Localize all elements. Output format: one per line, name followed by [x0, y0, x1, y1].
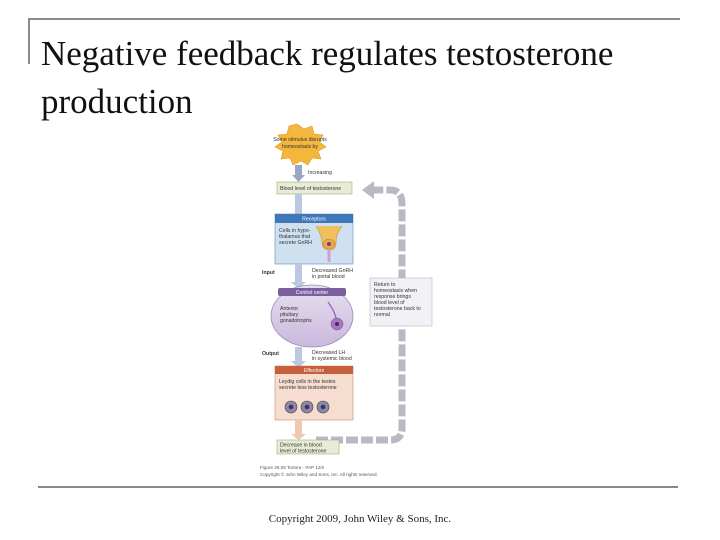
return-note-text-2: homeostasis when — [374, 288, 417, 294]
output-text-1: Decreased LH — [312, 350, 345, 356]
slide-frame-bottom-line — [38, 486, 678, 488]
receptors-header: Receptors — [302, 217, 326, 223]
return-note-text-4: blood level of — [374, 300, 405, 306]
neuron-icon — [315, 225, 343, 262]
leydig-cells-icon — [284, 400, 330, 414]
effectors-text-2: secrete less testosterone — [279, 385, 337, 391]
return-note-text-5: testosterone back to — [374, 306, 421, 312]
control-center: Control center Anterior pituitary gonado… — [270, 284, 354, 348]
input-arrow — [291, 264, 306, 289]
response-arrow — [291, 420, 306, 440]
increasing-label: Increasing — [308, 170, 332, 176]
response-box: Decrease in blood level of testosterone — [276, 439, 340, 455]
stimulus-burst: Some stimulus disrupts homeostasis by — [273, 123, 327, 166]
control-center-text-1: Anterior — [280, 306, 298, 312]
receptors-box: Receptors Cells in hypo- thalamus that s… — [274, 213, 354, 265]
input-label: Input — [262, 270, 275, 276]
output-text-2: in systemic blood — [312, 356, 352, 362]
response-text-1: Decrease in blood — [280, 443, 322, 449]
slide-title: Negative feedback regulates testosterone… — [41, 34, 614, 121]
output-label: Output — [262, 351, 279, 357]
figure-caption-1: Figure 28.08 Tortora - PAP 12/e — [260, 465, 325, 470]
output-arrow — [291, 347, 306, 368]
stimulus-text-1: Some stimulus disrupts — [273, 137, 327, 143]
response-text-2: level of testosterone — [280, 449, 327, 455]
stimulus-text-2: homeostasis by — [282, 144, 318, 150]
effectors-text-1: Leydig cells in the testes — [279, 379, 336, 385]
input-text-2: in portal blood — [312, 274, 345, 280]
return-note-text-1: Return to — [374, 282, 395, 288]
receptors-text-2: thalamus that — [279, 234, 311, 240]
receptors-text-1: Cells in hypo- — [279, 228, 311, 234]
slide-frame-top-line — [28, 18, 680, 20]
control-center-text-3: gonadotrophs — [280, 318, 312, 324]
effectors-header: Effectors — [304, 368, 325, 374]
controlled-condition-text: Blood level of testosterone — [280, 186, 341, 192]
return-note-text-6: normal — [374, 312, 390, 318]
effectors-box: Effectors Leydig cells in the testes sec… — [274, 365, 354, 421]
gonadotroph-icon — [327, 301, 344, 331]
stimulus-arrow — [292, 165, 305, 182]
figure-caption-2: Copyright © John Wiley and Sons, Inc. Al… — [260, 471, 378, 477]
copyright-footer: Copyright 2009, John Wiley & Sons, Inc. — [268, 513, 452, 525]
feedback-diagram: Some stimulus disrupts homeostasis by In… — [260, 123, 433, 477]
control-center-text-2: pituitary — [280, 312, 299, 318]
slide-frame-left-line — [28, 18, 30, 64]
return-note: Return to homeostasis when response brin… — [369, 277, 433, 327]
control-center-header: Control center — [296, 290, 329, 296]
input-text-1: Decreased GnRH — [312, 268, 353, 274]
controlled-condition-box: Blood level of testosterone — [276, 181, 353, 195]
arrow-to-receptors — [295, 194, 302, 214]
receptors-text-3: secrete GnRH — [279, 240, 312, 246]
return-note-text-3: response brings — [374, 294, 411, 300]
